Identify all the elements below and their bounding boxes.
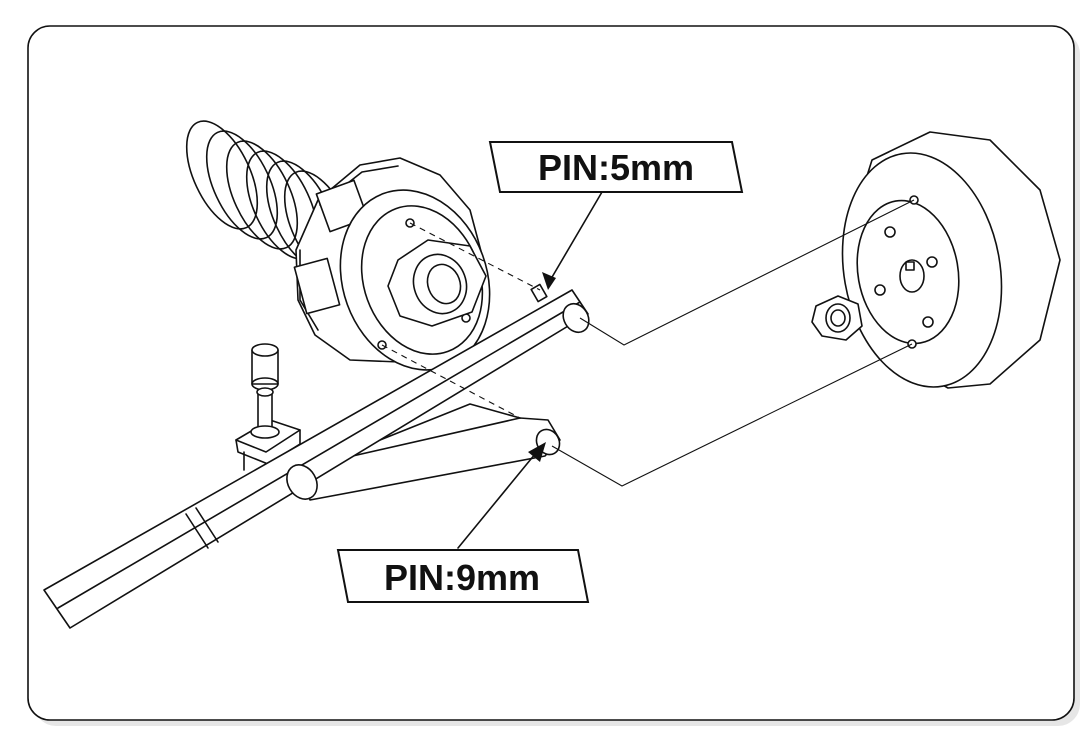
frame-border [27, 25, 1075, 721]
pin-9mm-leader [457, 442, 546, 549]
pin-9mm-callout: PIN:9mm [336, 549, 590, 603]
pin-5mm-leader [542, 191, 603, 290]
pin-9mm-label: PIN:9mm [384, 557, 540, 598]
hex-nut-icon [387, 239, 487, 327]
clutch-drum-icon [841, 131, 1061, 389]
pin-5mm-callout: PIN:5mm [488, 141, 744, 193]
pin-5mm-label: PIN:5mm [538, 147, 694, 188]
clutch-holder-tool-icon [235, 343, 301, 471]
alignment-lines [381, 199, 915, 487]
spinner-handle-icon [43, 283, 590, 629]
flange-nut-icon [811, 295, 863, 341]
clutch-assembly-icon [293, 157, 491, 371]
